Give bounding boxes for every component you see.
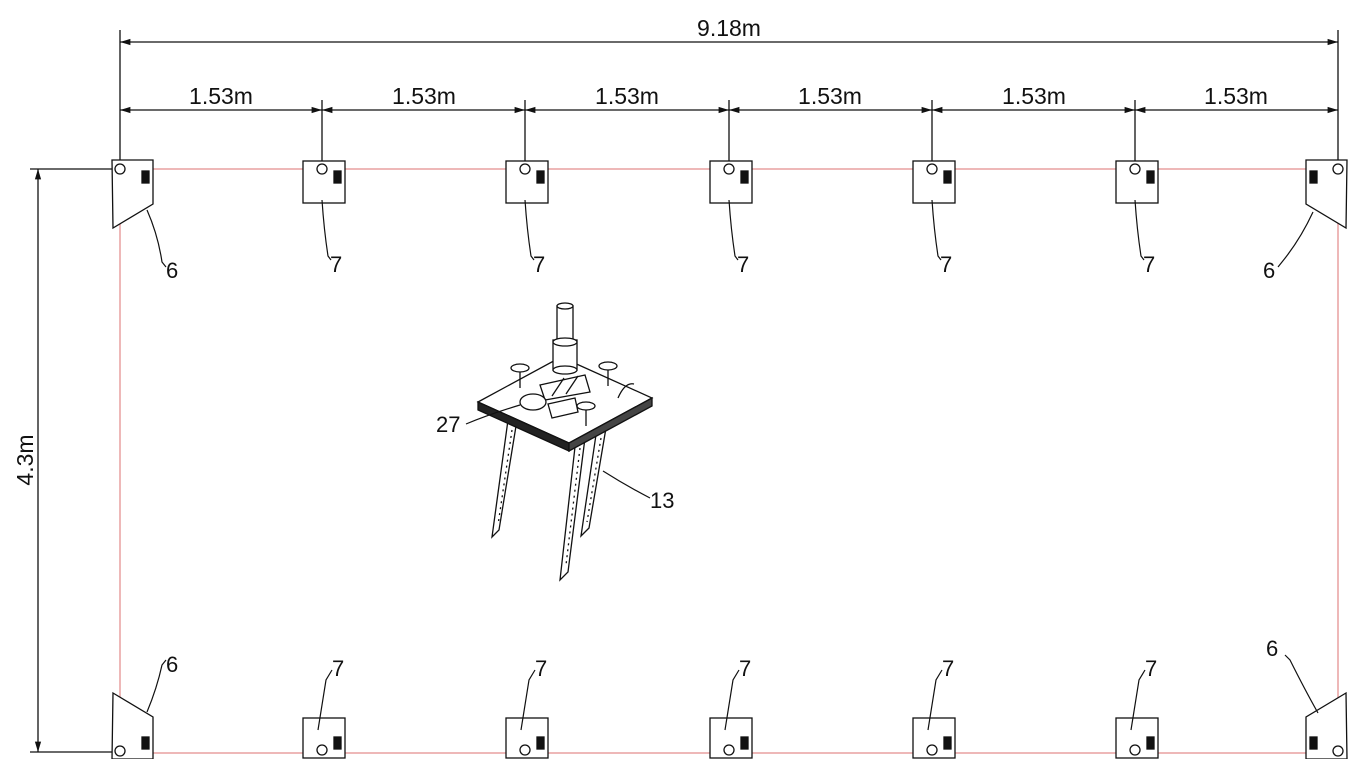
bottom-anchor-5 — [1115, 717, 1159, 759]
callout-corner-top-left: 6 — [166, 258, 178, 283]
plate-bolts — [510, 361, 618, 426]
spacing-label-4: 1.53m — [798, 83, 862, 109]
callout-middle-bottom-4: 7 — [942, 656, 954, 681]
top-right-corner-anchor — [1305, 159, 1348, 230]
overall-width-label: 9.18m — [697, 15, 761, 41]
height-dimension — [30, 168, 120, 753]
callout-corner-top-right: 6 — [1263, 258, 1275, 283]
callout-corner-bottom-right: 6 — [1266, 636, 1278, 661]
top-anchor-1 — [302, 160, 346, 204]
top-leaders — [146, 199, 1314, 268]
top-anchor-4 — [912, 160, 956, 204]
bottom-anchor-3 — [709, 717, 753, 759]
anchor-plate-assembly — [476, 302, 654, 582]
bottom-anchor-2 — [505, 717, 549, 759]
assembly-leaders — [465, 404, 651, 499]
ground-stakes — [491, 419, 607, 582]
callout-middle-top-1: 7 — [330, 252, 342, 277]
top-anchor-5 — [1115, 160, 1159, 204]
height-label: 4.3m — [12, 434, 38, 485]
top-left-corner-anchor — [111, 159, 154, 230]
bottom-anchor-4 — [912, 717, 956, 759]
callout-plate: 27 — [436, 412, 460, 437]
spacing-label-3: 1.53m — [595, 83, 659, 109]
spacing-label-5: 1.53m — [1002, 83, 1066, 109]
callout-middle-top-2: 7 — [533, 252, 545, 277]
overall-width-dimension — [119, 30, 1339, 170]
callout-middle-bottom-5: 7 — [1145, 656, 1157, 681]
callout-middle-bottom-3: 7 — [739, 656, 751, 681]
callout-middle-top-4: 7 — [940, 252, 952, 277]
spacing-dimensions — [120, 100, 1338, 170]
vertical-post — [552, 302, 578, 375]
callout-middle-top-3: 7 — [737, 252, 749, 277]
callout-stake: 13 — [650, 488, 674, 513]
bottom-right-corner-anchor — [1305, 691, 1348, 759]
bottom-anchor-1 — [302, 717, 346, 759]
callout-middle-bottom-1: 7 — [332, 656, 344, 681]
bottom-left-corner-anchor — [111, 691, 154, 759]
callout-middle-bottom-2: 7 — [535, 656, 547, 681]
top-anchor-2 — [505, 160, 549, 204]
spacing-label-1: 1.53m — [189, 83, 253, 109]
callout-corner-bottom-left: 6 — [166, 652, 178, 677]
top-anchor-3 — [709, 160, 753, 204]
spacing-label-2: 1.53m — [392, 83, 456, 109]
plate-hardware — [519, 374, 635, 419]
callout-middle-top-5: 7 — [1143, 252, 1155, 277]
spacing-label-6: 1.53m — [1204, 83, 1268, 109]
bottom-leaders — [146, 654, 1319, 731]
